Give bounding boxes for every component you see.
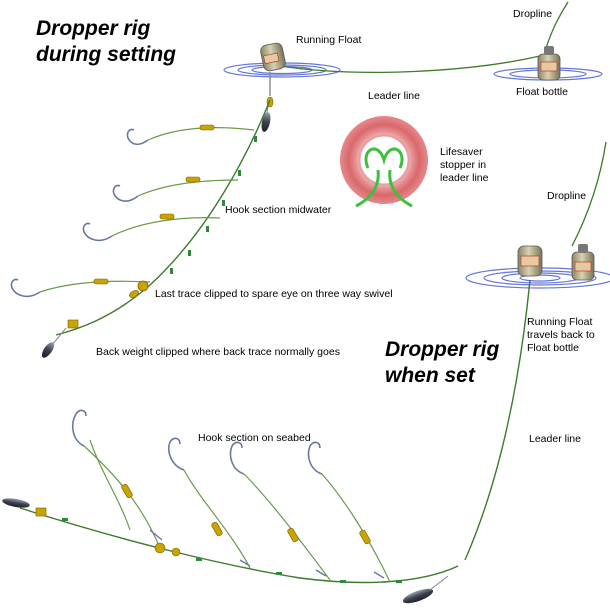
- label-last-trace: Last trace clipped to spare eye on three…: [155, 288, 393, 300]
- mainline-crimps-setting: [170, 136, 257, 274]
- label-dropline-right: Dropline: [547, 190, 587, 202]
- sinker-left: [2, 498, 47, 517]
- label-hook-seabed: Hook section on seabed: [198, 432, 311, 444]
- back-weight: [41, 319, 79, 358]
- leader-line-surface: [279, 55, 541, 73]
- title-when-set: Dropper rig when set: [385, 338, 500, 387]
- label-leader-line-right: Leader line: [529, 433, 581, 445]
- float-bottle-top: [537, 46, 561, 81]
- three-way-swivel: [129, 280, 149, 298]
- running-float-set: [517, 245, 543, 277]
- hook-traces-set: [83, 439, 391, 583]
- leader-line-set: [464, 279, 531, 561]
- float-bottle-set: [571, 244, 595, 281]
- mainline-crimps-set: [62, 518, 402, 583]
- swivels-setting: [93, 124, 215, 285]
- label-float-bottle: Float bottle: [516, 86, 568, 98]
- label-hook-midwater: Hook section midwater: [225, 204, 332, 216]
- swivels-set: [121, 483, 371, 557]
- label-running-float: Running Float: [296, 34, 362, 46]
- sinker-right: [402, 575, 449, 604]
- running-float-top: [260, 42, 286, 72]
- hooks-setting: [10, 128, 149, 298]
- title-during-setting: Dropper rig during setting: [36, 17, 176, 66]
- hooks-set: [71, 409, 323, 475]
- swivel-under-float: [261, 72, 274, 132]
- label-back-weight: Back weight clipped where back trace nor…: [96, 346, 340, 358]
- mainline-set: [19, 507, 459, 584]
- label-leader-line-top: Leader line: [368, 90, 420, 102]
- label-running-float-travels: Running Float travels back to Float bott…: [527, 316, 595, 354]
- hook-points-set: [149, 529, 385, 579]
- mainline-setting: [55, 99, 271, 336]
- dropline-right: [571, 141, 607, 247]
- lifesaver-stopper: [340, 116, 428, 208]
- label-dropline-top: Dropline: [513, 8, 553, 20]
- label-lifesaver: Lifesaver stopper in leader line: [440, 146, 489, 184]
- dropline-top: [545, 1, 569, 49]
- hook-traces-setting: [39, 127, 255, 293]
